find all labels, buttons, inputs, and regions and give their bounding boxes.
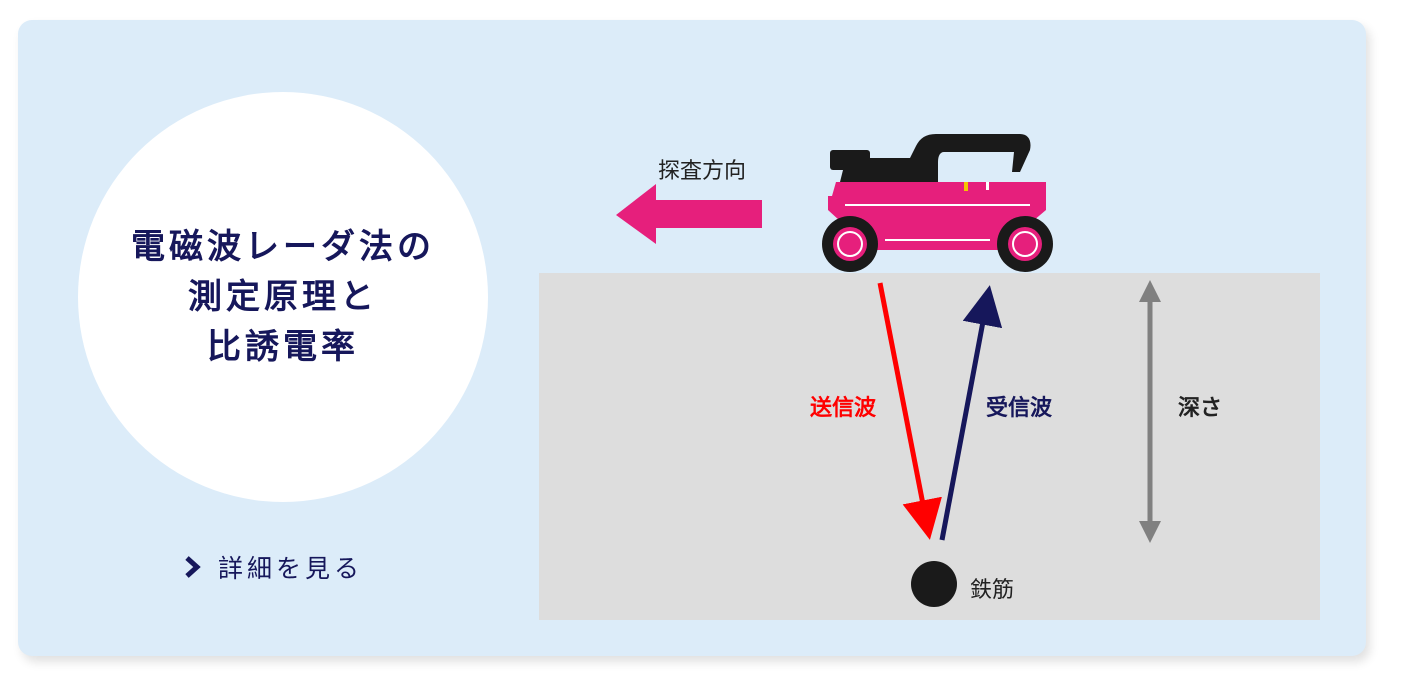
transmit-label: 送信波	[810, 396, 877, 421]
page-title: 電磁波レーダ法の 測定原理と 比誘電率	[131, 222, 435, 372]
receive-label: 受信波	[986, 396, 1053, 421]
title-circle: 電磁波レーダ法の 測定原理と 比誘電率	[78, 92, 488, 502]
title-line-3: 比誘電率	[207, 327, 359, 367]
rebar-dot	[911, 561, 957, 607]
title-line-2: 測定原理と	[188, 277, 378, 317]
direction-arrow	[616, 184, 762, 244]
rebar-label: 鉄筋	[970, 578, 1015, 603]
chevron-right-icon	[185, 556, 201, 578]
view-details-label: 詳細を見る	[218, 554, 364, 583]
receive-wave-arrow	[939, 285, 1003, 541]
view-details-link[interactable]: 詳細を見る	[182, 547, 363, 587]
depth-label: 深さ	[1178, 396, 1223, 421]
direction-label: 探査方向	[658, 159, 747, 184]
radar-device	[822, 134, 1053, 272]
depth-arrow	[1139, 280, 1161, 543]
wheel-left	[822, 216, 878, 272]
title-line-1: 電磁波レーダ法の	[131, 227, 435, 267]
transmit-wave-arrow	[877, 282, 942, 540]
wheel-right	[997, 216, 1053, 272]
